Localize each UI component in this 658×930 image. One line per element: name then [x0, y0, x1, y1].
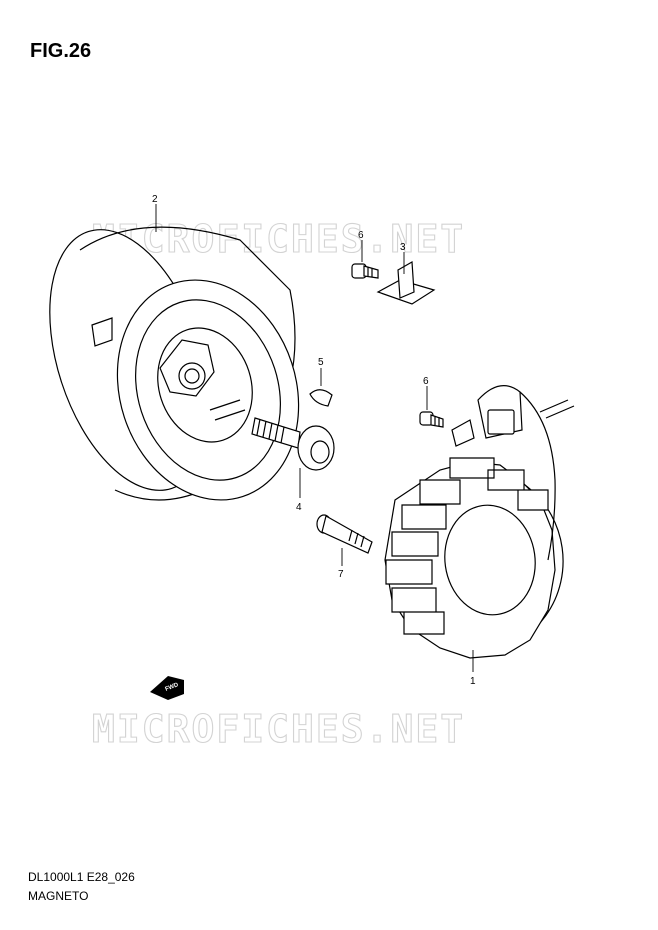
callout-6-upper: 6 — [358, 230, 364, 241]
callout-5: 5 — [318, 357, 324, 368]
forward-arrow: FWD — [150, 676, 184, 700]
callout-6-lower: 6 — [423, 376, 429, 387]
fwd-label: FWD — [165, 682, 181, 693]
model-code: DL1000L1 E28_026 — [28, 870, 135, 884]
callout-2: 2 — [152, 194, 158, 205]
part-rotor[interactable] — [20, 209, 326, 523]
part-rotor-bolt[interactable] — [251, 417, 335, 471]
part-stator[interactable] — [375, 385, 575, 664]
callout-1: 1 — [470, 676, 476, 687]
part-clamp[interactable] — [376, 261, 436, 305]
part-key[interactable] — [309, 389, 333, 407]
part-screw-upper[interactable] — [351, 263, 379, 279]
leader-lines — [155, 204, 474, 672]
section-name: MAGNETO — [28, 889, 89, 903]
callout-3: 3 — [400, 242, 406, 253]
part-stator-bolt[interactable] — [316, 514, 373, 554]
figure-title: FIG.26 — [30, 40, 92, 62]
callout-7: 7 — [338, 569, 344, 580]
watermark-top: MICROFICHES.NET — [92, 217, 465, 261]
part-screw-lower[interactable] — [419, 411, 444, 428]
watermark-bottom: MICROFICHES.NET — [92, 707, 465, 751]
callout-4: 4 — [296, 502, 302, 513]
